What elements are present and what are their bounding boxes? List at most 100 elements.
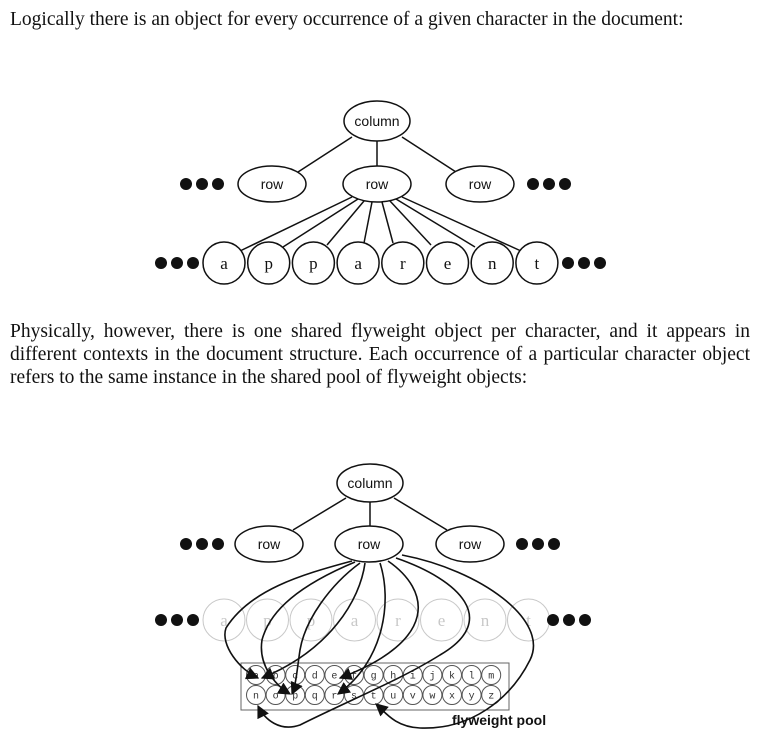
ref-arrow-a2	[260, 562, 366, 680]
pool-character-label: c	[292, 672, 298, 683]
row-node-center: row	[342, 165, 412, 203]
pool-character-label: p	[292, 692, 298, 703]
ref-arrow-n	[257, 557, 471, 728]
character-label: a	[220, 254, 228, 273]
pool-character-label: b	[273, 671, 279, 683]
pool-character-w: w	[422, 685, 443, 705]
pool-character-e: e	[324, 665, 345, 685]
character-object-a: a	[202, 241, 246, 285]
pool-character-x: x	[442, 685, 462, 705]
pool-character-label: w	[429, 692, 435, 703]
pool-character-label: g	[371, 672, 377, 683]
character-label: a	[354, 254, 362, 273]
pool-character-label: r	[331, 692, 337, 703]
pool-character-label: k	[449, 671, 455, 683]
character-label: e	[444, 254, 452, 273]
character-label: t	[535, 254, 540, 273]
ellipsis-dots-row-left-2	[180, 538, 224, 550]
ref-arrow-t	[375, 554, 535, 729]
tree-edges	[239, 136, 522, 252]
pool-character-label: n	[253, 692, 259, 703]
ellipsis-dots-row-right	[527, 178, 571, 190]
pool-character-v: v	[402, 685, 423, 705]
pool-character-label: v	[410, 692, 416, 703]
pool-character-label: x	[449, 692, 455, 703]
ellipsis-dots-row-right-2	[516, 538, 560, 550]
ghost-character-e: e	[420, 598, 463, 642]
pool-character-label: l	[469, 671, 475, 683]
pool-character-d: d	[304, 665, 325, 685]
pool-character-label: o	[273, 692, 279, 703]
pool-character-a: a	[246, 665, 266, 685]
svg-text:row: row	[258, 536, 281, 552]
column-node-2: column	[336, 463, 404, 503]
flyweight-pool-caption: flyweight pool	[452, 712, 546, 728]
tree-edges-2	[292, 497, 448, 531]
pool-character-h: h	[383, 665, 404, 685]
ghost-character-r: r	[376, 598, 420, 642]
character-label: n	[488, 254, 497, 273]
pool-character-label: y	[469, 692, 475, 703]
character-object-p: p	[246, 241, 291, 285]
character-object-r: r	[381, 241, 425, 285]
pool-character-g: g	[363, 665, 384, 685]
pool-character-label: j	[429, 671, 435, 683]
physical-paragraph: Physically, however, there is one shared…	[10, 321, 750, 388]
ghost-character-a: a	[333, 598, 376, 642]
character-object-e: e	[425, 241, 470, 285]
pool-character-t: t	[363, 685, 384, 705]
pool-character-p: p	[285, 685, 306, 705]
svg-text:column: column	[347, 475, 392, 491]
ellipsis-dots-ghost-left	[155, 614, 199, 626]
character-label: r	[400, 254, 406, 273]
ellipsis-dots-row-left	[180, 178, 224, 190]
pool-character-z: z	[481, 685, 502, 705]
pool-character-label: i	[410, 671, 416, 683]
svg-text:row: row	[366, 176, 389, 192]
ellipsis-dots-chars-right	[562, 257, 606, 269]
pool-character-i: i	[402, 665, 423, 685]
ghost-character-p: p	[246, 598, 289, 642]
ref-arrow-p2	[290, 562, 361, 696]
ellipsis-dots-ghost-right	[547, 614, 591, 626]
pool-character-label: u	[390, 692, 396, 703]
pool-character-label: f	[351, 671, 357, 683]
ref-arrow-p1	[260, 561, 356, 695]
pool-character-label: t	[371, 692, 377, 703]
column-label: column	[354, 113, 399, 129]
row-node-left: row	[237, 165, 307, 203]
row-node-right-2: row	[435, 525, 505, 563]
pool-character-label: s	[351, 692, 357, 703]
character-object-a: a	[336, 241, 380, 285]
character-object-p: p	[291, 241, 336, 285]
character-object-n: n	[470, 241, 514, 285]
column-node: column	[343, 100, 411, 142]
row-node-center-2: row	[334, 525, 404, 563]
ref-arrow-a1	[224, 560, 353, 680]
ghost-character-n: n	[463, 598, 507, 642]
svg-text:row: row	[358, 536, 381, 552]
pool-character-q: q	[304, 685, 325, 705]
ghost-character-label: t	[526, 611, 531, 630]
ref-arrow-e	[338, 560, 419, 680]
row-node-right: row	[445, 165, 515, 203]
ellipsis-dots-chars-left	[155, 257, 199, 269]
pool-character-l: l	[461, 665, 482, 685]
ghost-character-a: a	[202, 598, 246, 642]
ghost-character-label: a	[220, 611, 228, 630]
pool-character-y: y	[461, 685, 482, 705]
pool-character-label: h	[390, 671, 396, 683]
pool-character-k: k	[442, 665, 462, 685]
pool-character-r: r	[324, 685, 345, 705]
intro-paragraph: Logically there is an object for every o…	[10, 9, 684, 30]
ghost-character-label: r	[395, 611, 401, 630]
svg-text:row: row	[261, 176, 284, 192]
character-label: p	[309, 254, 318, 273]
ghost-character-label: p	[263, 611, 272, 630]
pool-character-u: u	[383, 685, 404, 705]
character-object-t: t	[515, 241, 559, 285]
